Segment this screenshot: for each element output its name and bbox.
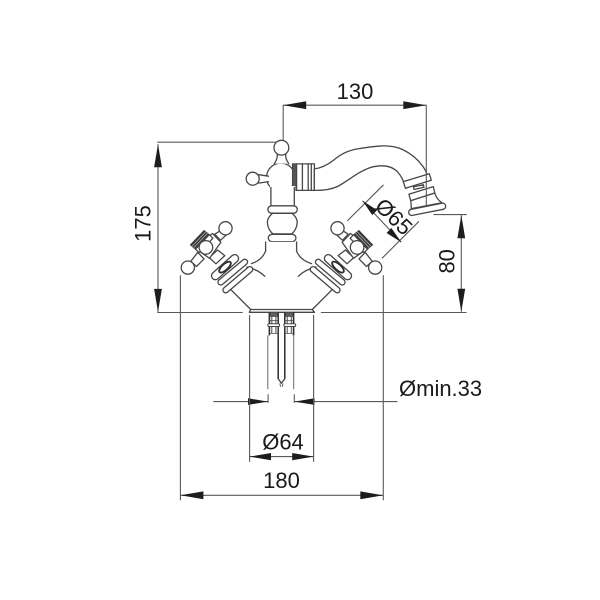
svg-text:175: 175 — [131, 205, 156, 242]
svg-text:180: 180 — [263, 468, 300, 493]
svg-text:Ømin.33: Ømin.33 — [399, 376, 482, 401]
svg-text:Ø64: Ø64 — [262, 430, 304, 455]
svg-text:80: 80 — [435, 249, 460, 273]
svg-text:130: 130 — [337, 79, 374, 104]
